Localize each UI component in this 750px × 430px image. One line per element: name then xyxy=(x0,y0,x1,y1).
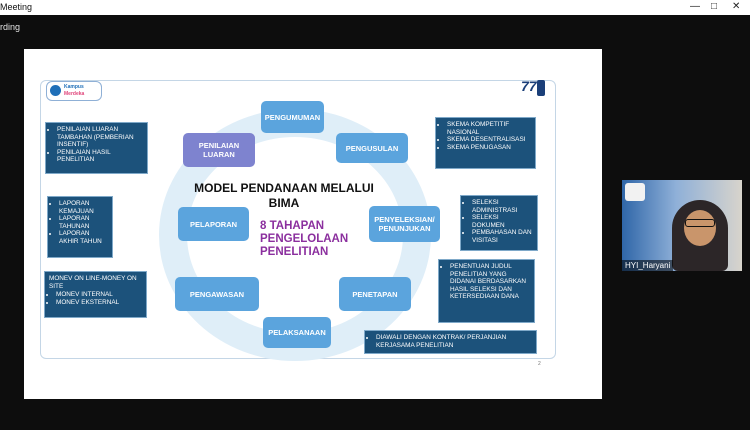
logo-text-line1: Kampus xyxy=(64,84,84,90)
stage-penilaian-luaran: PENILAIAN LUARAN xyxy=(183,133,255,167)
detail-item: PENILAIAN LUARAN TAMBAHAN (PEMBERIAN INS… xyxy=(57,126,143,149)
participant-name: HYI_Haryani xyxy=(622,260,674,271)
stage-pengawasan: PENGAWASAN xyxy=(175,277,259,311)
detail-item: SELEKSI ADMINISTRASI xyxy=(472,199,533,214)
detail-item: LAPORAN TAHUNAN xyxy=(59,215,108,230)
detail-item: MONEV INTERNAL xyxy=(56,291,142,299)
detail-item: SKEMA KOMPETITIF NASIONAL xyxy=(447,121,531,136)
maximize-icon[interactable]: □ xyxy=(711,1,718,12)
slide-subtitle: 8 TAHAPAN PENGELOLAAN PENELITIAN xyxy=(260,220,349,258)
detail-penilaian-luaran: PENILAIAN LUARAN TAMBAHAN (PEMBERIAN INS… xyxy=(45,122,148,174)
stage-pengusulan: PENGUSULAN xyxy=(336,133,408,163)
detail-item: PENENTUAN JUDUL PENELITIAN YANG DIDANAI … xyxy=(450,263,530,301)
kampus-merdeka-logo: Kampus Merdeka xyxy=(46,81,102,101)
detail-penetapan: PENENTUAN JUDUL PENELITIAN YANG DIDANAI … xyxy=(438,259,535,323)
detail-penyeleksian: SELEKSI ADMINISTRASI SELEKSI DOKUMEN PEM… xyxy=(460,195,538,251)
detail-item: DIAWALI DENGAN KONTRAK/ PERJANJIAN KERJA… xyxy=(376,334,532,349)
detail-pengusulan: SKEMA KOMPETITIF NASIONAL SKEMA DESENTRA… xyxy=(435,117,536,169)
detail-item: SKEMA PENUGASAN xyxy=(447,144,531,152)
close-icon[interactable]: ✕ xyxy=(732,1,741,12)
detail-item: PEMBAHASAN DAN VISITASI xyxy=(472,229,533,244)
logo-emblem-icon xyxy=(50,85,61,96)
anniversary-number: 77 xyxy=(521,78,537,94)
detail-item: MONEV EKSTERNAL xyxy=(56,299,142,307)
detail-item: LAPORAN AKHIR TAHUN xyxy=(59,230,108,245)
participant-face xyxy=(684,210,716,246)
anniversary-logo: 77 xyxy=(521,78,547,104)
detail-item: PENILAIAN HASIL PENELITIAN xyxy=(57,149,143,164)
recording-indicator: rding xyxy=(0,22,21,32)
detail-intro: MONEV ON LINE-MONEY ON SITE xyxy=(49,275,137,290)
shared-slide: Kampus Merdeka 77 MODEL PENDANAAN MELALU… xyxy=(24,49,602,399)
participant-video-tile[interactable]: HYI_Haryani xyxy=(622,180,742,271)
logo-text-line2: Merdeka xyxy=(64,91,85,97)
stage-pelaporan: PELAPORAN xyxy=(178,207,249,241)
stage-pelaksanaan: PELAKSANAAN xyxy=(263,317,331,348)
slide-title: MODEL PENDANAAN MELALUI BIMA xyxy=(194,181,374,210)
detail-pelaporan: LAPORAN KEMAJUAN LAPORAN TAHUNAN LAPORAN… xyxy=(47,196,113,258)
title-bar: Meeting — □ ✕ xyxy=(0,0,750,15)
participant-glasses xyxy=(685,219,715,227)
minimize-icon[interactable]: — xyxy=(690,1,700,12)
detail-item: LAPORAN KEMAJUAN xyxy=(59,200,108,215)
stage-penyeleksian: PENYELEKSIAN/ PENUNJUKAN xyxy=(369,206,440,242)
stage-pengumuman: PENGUMUMAN xyxy=(261,101,324,133)
university-emblem-icon xyxy=(625,183,645,201)
anniversary-badge-icon xyxy=(537,80,545,96)
detail-pelaksanaan: DIAWALI DENGAN KONTRAK/ PERJANJIAN KERJA… xyxy=(364,330,537,354)
window-title: Meeting xyxy=(0,2,33,12)
detail-pengawasan: MONEV ON LINE-MONEY ON SITE MONEV INTERN… xyxy=(44,271,147,318)
slide-page-number: 2 xyxy=(538,361,541,367)
stage-penetapan: PENETAPAN xyxy=(339,277,411,311)
detail-item: SELEKSI DOKUMEN xyxy=(472,214,533,229)
detail-item: SKEMA DESENTRALISASI xyxy=(447,136,531,144)
